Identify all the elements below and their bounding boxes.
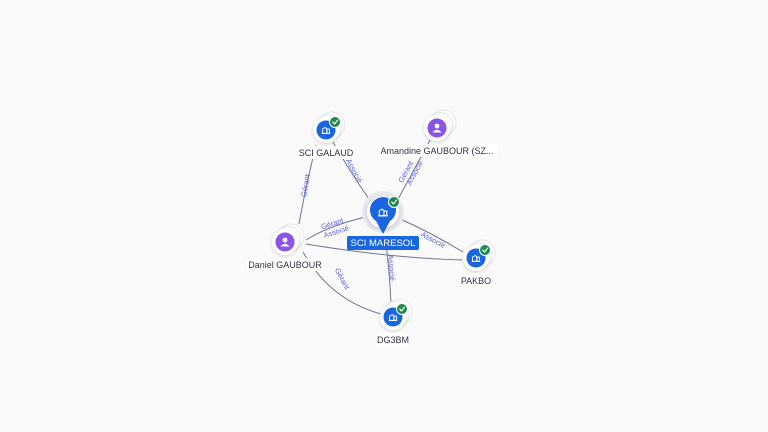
building-icon: [471, 254, 481, 262]
edge-label: Gérant: [299, 173, 312, 198]
node-pakbo[interactable]: PAKBO: [459, 239, 496, 287]
node-label: Daniel GAUBOUR: [248, 260, 322, 270]
edge-line[interactable]: [305, 243, 463, 261]
verified-check-icon: [479, 244, 491, 256]
node-label: SCI MARESOL: [351, 238, 416, 249]
node-label: PAKBO: [461, 276, 491, 286]
edge-label: Associé: [344, 157, 364, 184]
edge-label: Associé: [386, 254, 397, 281]
node-label-bg: [376, 144, 498, 157]
building-icon: [388, 313, 398, 321]
node-label: SCI GALAUD: [299, 148, 354, 158]
node-label: Amandine GAUBOUR (SZ...: [380, 146, 493, 156]
person-icon: [432, 123, 442, 133]
node-label-bg: [376, 333, 410, 346]
verified-check-icon: [329, 116, 341, 128]
node-dg3bm[interactable]: DG3BM: [376, 298, 413, 346]
building-icon: [321, 126, 331, 134]
nodes-layer: SCI MARESOL SCI GALAUD Amandine GAUBOUR (S…: [246, 109, 498, 346]
node-galaud[interactable]: SCI GALAUD: [297, 111, 355, 159]
node-daniel[interactable]: Daniel GAUBOUR: [246, 223, 324, 271]
edge-label: Gérant: [333, 267, 352, 292]
edge-line[interactable]: [397, 217, 464, 253]
edge-line[interactable]: [305, 215, 371, 241]
node-label-bg: [246, 258, 324, 271]
node-label-bg: [459, 274, 493, 287]
node-label: DG3BM: [377, 335, 409, 345]
node-center[interactable]: SCI MARESOL: [347, 191, 419, 250]
node-amandine[interactable]: Amandine GAUBOUR (SZ...: [376, 109, 498, 157]
node-label-bg: [297, 146, 355, 159]
verified-check-icon: [396, 303, 408, 315]
building-icon: [378, 208, 388, 217]
edge-label: Associé: [419, 230, 446, 250]
center-label-bg: [347, 236, 419, 250]
edge-daniel-pakbo: [305, 243, 463, 261]
person-icon: [280, 237, 290, 247]
verified-check-icon: [388, 196, 400, 208]
